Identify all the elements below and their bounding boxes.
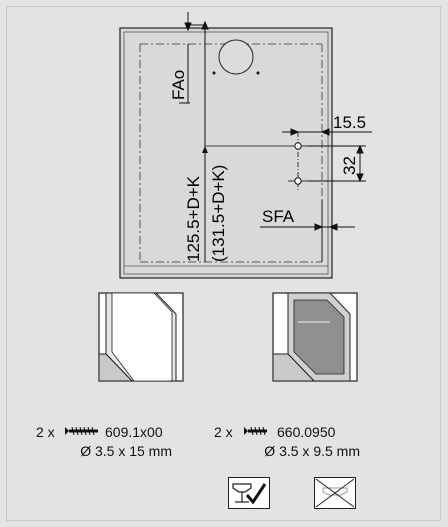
cabinet-door-diagram: FAo 125.5+D+K (131.5+D+K) 15.5 32 SFA [119,12,372,279]
screw-1-size: Ø 3.5 x 15 mm [80,443,172,459]
sfa-label: SFA [262,207,295,226]
dimension-32 [308,144,366,183]
height-dimension-2: (131.5+D+K) [209,165,228,262]
screw-2-qty: 2 x [214,424,233,440]
screw-2-size: Ø 3.5 x 9.5 mm [264,443,360,459]
dot-left [212,71,216,75]
long-screw-icon [65,426,98,436]
fao-label: FAo [169,70,188,100]
not-allowed-mounting-icon [314,477,356,509]
allowed-mounting-icon [228,477,270,509]
fao-dimension [179,12,209,104]
hinge-cup-circle [218,39,254,75]
short-screw-icon [244,426,267,436]
screw-hole-pair [288,132,308,192]
dot-right [256,71,260,75]
dimension-15-5 [282,128,372,136]
screw-1-qty: 2 x [36,424,55,440]
dim-15-5-label: 15.5 [333,113,366,132]
arrow-up-icon [202,146,208,153]
dim-32-label: 32 [340,156,359,175]
sfa-dimension [260,200,355,262]
height-dimension-1: 125.5+D+K [184,175,203,262]
door-edge-profile-right [272,292,358,382]
door-edge-profile-left [98,292,184,382]
screw-1-part: 609.1x00 [105,424,163,440]
screw-2-part: 660.0950 [277,424,336,440]
